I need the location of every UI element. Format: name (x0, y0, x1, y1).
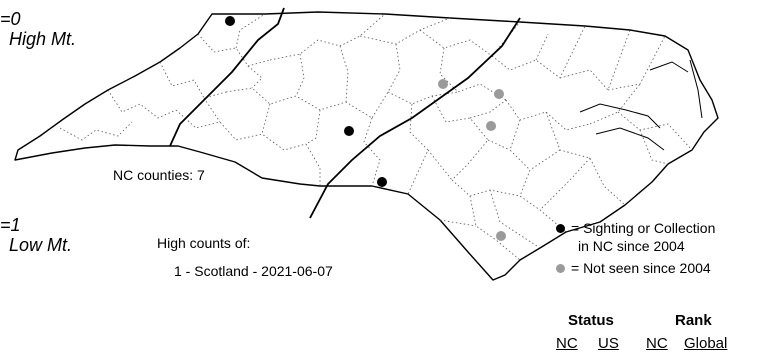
low-mt-label: Low Mt. (9, 235, 73, 255)
recent-dot-icon (556, 223, 565, 233)
legend-recent: = Sighting or Collection (556, 220, 715, 236)
high-count-entry: 1 - Scotland - 2021-06-07 (174, 263, 333, 279)
state-outline (14, 11, 719, 281)
county-boundaries (59, 13, 693, 261)
rank-header: Rank (675, 312, 712, 329)
recent-record-dot (344, 126, 354, 136)
region-boundaries (169, 7, 521, 219)
occurrence-dots (225, 16, 506, 241)
old-record-dot (496, 231, 506, 241)
coastal-sounds (579, 59, 703, 151)
low-mt-prefix: =1 (0, 215, 21, 235)
old-record-dot (438, 79, 448, 89)
status-header: Status (568, 312, 614, 329)
old-record-dot (494, 89, 504, 99)
high-mt-label: High Mt. (9, 29, 77, 49)
rank-global-column: Global (684, 335, 728, 352)
status-us-column: US (598, 335, 619, 352)
county-count: NC counties: 7 (113, 167, 205, 183)
recent-record-dot (377, 177, 387, 187)
recent-record-dot (225, 16, 235, 26)
status-nc-column: NC (556, 335, 578, 352)
rank-nc-column: NC (646, 335, 668, 352)
high-mt-prefix: =0 (0, 9, 21, 29)
legend-recent-label-2: in NC since 2004 (578, 238, 685, 254)
legend-recent-label: = Sighting or Collection (571, 220, 716, 236)
old-dot-icon (556, 263, 565, 273)
legend-old: = Not seen since 2004 (556, 260, 711, 276)
legend-old-label: = Not seen since 2004 (571, 260, 711, 276)
old-record-dot (486, 121, 496, 131)
high-counts-heading: High counts of: (157, 235, 251, 251)
